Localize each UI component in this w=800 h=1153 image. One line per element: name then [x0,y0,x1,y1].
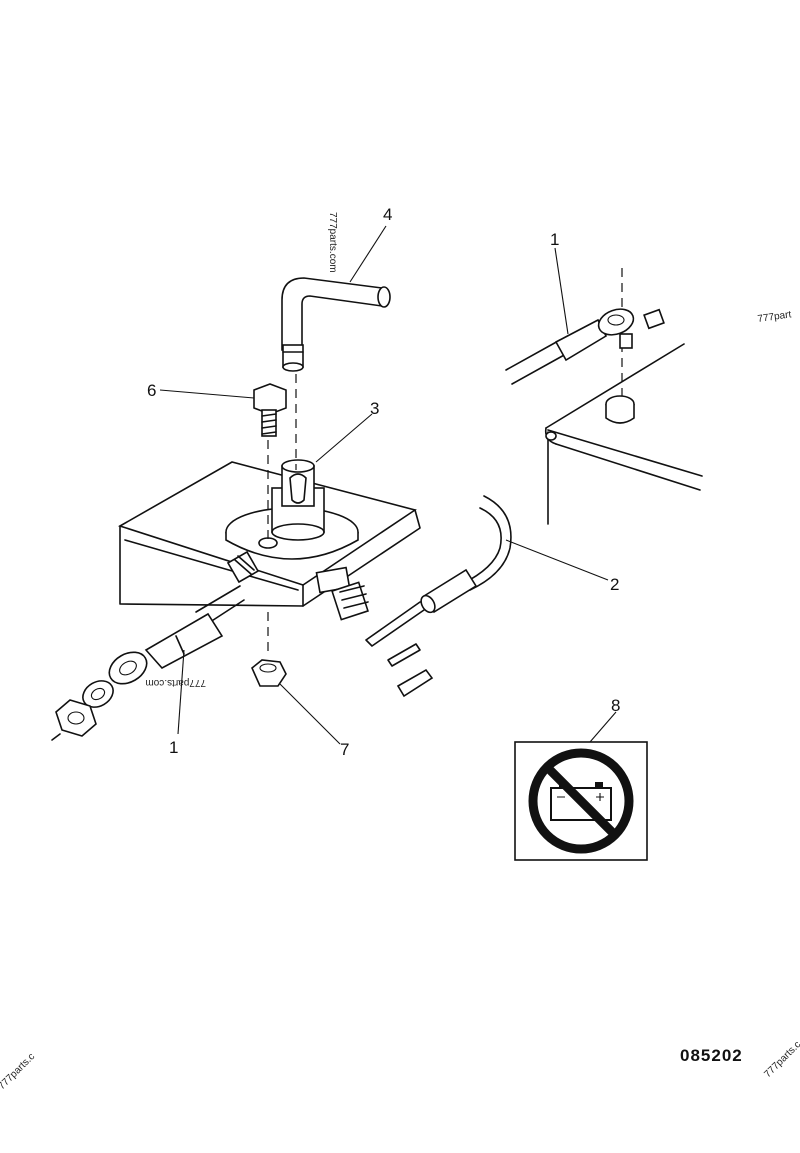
watermark-bottom-right: 777parts.c [762,1039,800,1080]
battery-top-right [544,268,703,525]
watermark-right: 777part [757,309,792,325]
callout-7: 7 [340,740,349,759]
lower-battery-cable [51,585,245,741]
cable-with-lead [365,495,512,698]
callout-1-bottom: 1 [169,738,178,757]
callout-1-top: 1 [550,230,559,249]
watermark-bottom-left: 777parts.c [0,1051,37,1092]
nut [251,659,287,687]
bolt [253,383,287,437]
watermark-vertical: 777parts.com [327,212,338,273]
watermark-upside-down: 777parts.com [145,677,206,688]
isolator-switch [225,459,359,560]
part-number: 085202 [680,1046,743,1065]
leader-lines [159,225,617,745]
switch-key [281,277,391,372]
callout-8: 8 [611,696,620,715]
callout-4: 4 [383,205,392,224]
callout-2: 2 [610,575,619,594]
callout-3: 3 [370,399,379,418]
terminal-studs [226,550,369,621]
no-battery-warning-symbol [514,741,648,861]
callout-6: 6 [147,381,156,400]
upper-battery-cable [505,308,665,385]
